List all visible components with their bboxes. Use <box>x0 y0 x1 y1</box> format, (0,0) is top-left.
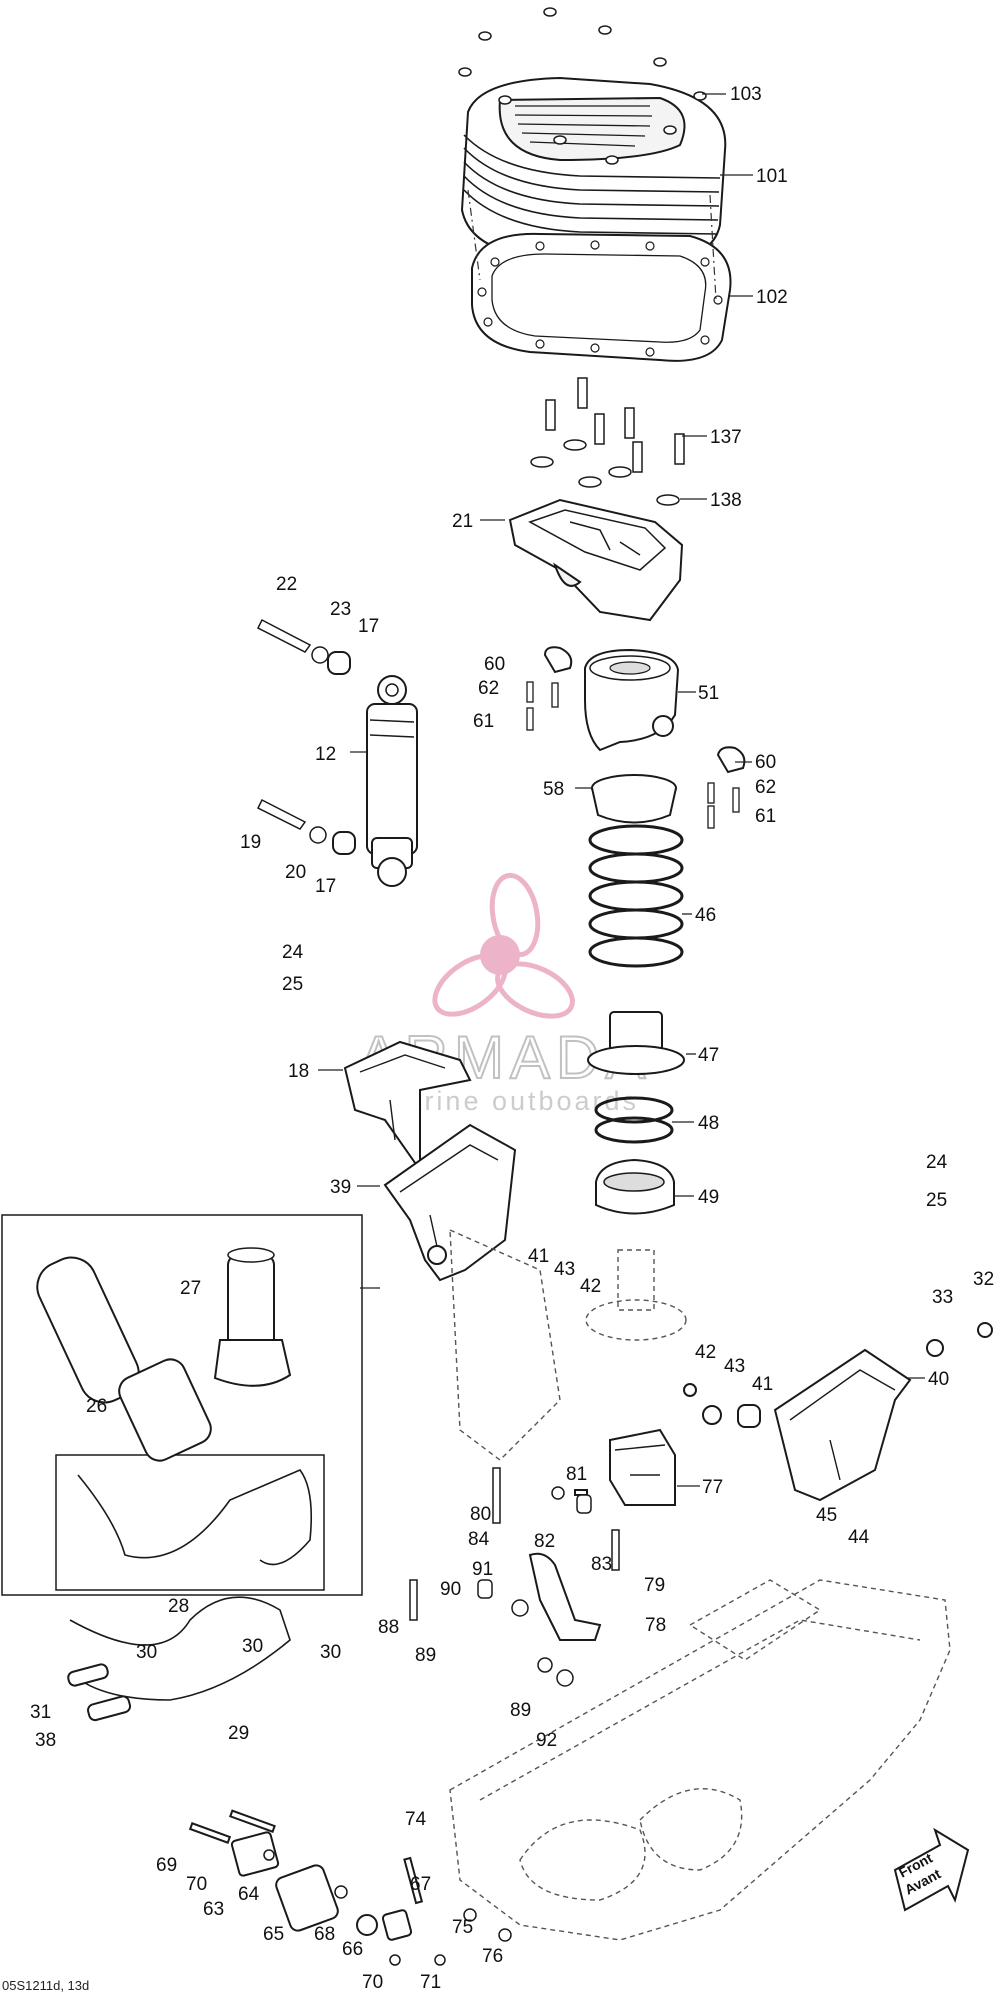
watermark-tagline: marine outboards <box>381 1086 639 1116</box>
callout: 69 <box>156 1855 177 1876</box>
callout: 39 <box>330 1177 351 1198</box>
callout: 47 <box>698 1045 719 1066</box>
callout: 31 <box>30 1702 51 1723</box>
callout: 40 <box>928 1369 949 1390</box>
callout: 61 <box>755 806 776 827</box>
callout: 49 <box>698 1187 719 1208</box>
bolt-group <box>530 377 685 506</box>
callout: 68 <box>314 1924 335 1945</box>
callout: 25 <box>926 1190 947 1211</box>
callout: 79 <box>644 1575 665 1596</box>
callout: 60 <box>755 752 776 773</box>
callout: 82 <box>534 1531 555 1552</box>
callout: 22 <box>276 574 297 595</box>
callout: 103 <box>730 84 762 105</box>
callout: 67 <box>410 1874 431 1895</box>
callout: 58 <box>543 779 564 800</box>
callout: 80 <box>470 1504 491 1525</box>
callout: 33 <box>932 1287 953 1308</box>
callout: 48 <box>698 1113 719 1134</box>
callout: 88 <box>378 1617 399 1638</box>
callout: 17 <box>358 616 379 637</box>
callout: 62 <box>478 678 499 699</box>
callout: 12 <box>315 744 336 765</box>
callout: 30 <box>242 1636 263 1657</box>
upper-mount-51 <box>526 646 746 829</box>
callout: 51 <box>698 683 719 704</box>
callout: 17 <box>315 876 336 897</box>
callout: 91 <box>472 1559 493 1580</box>
housing-21 <box>508 498 684 622</box>
callout: 76 <box>482 1946 503 1967</box>
callout: 89 <box>510 1700 531 1721</box>
callout: 43 <box>724 1356 745 1377</box>
callout: 60 <box>484 654 505 675</box>
callout: 63 <box>203 1899 224 1920</box>
actuator-detail-box <box>1 1214 363 1722</box>
callout: 62 <box>755 777 776 798</box>
reference-code: 05S1211d, 13d <box>2 1978 89 1993</box>
callout: 30 <box>320 1642 341 1663</box>
callout: 84 <box>468 1529 490 1550</box>
callout: 44 <box>848 1527 870 1548</box>
callout: 74 <box>405 1809 427 1830</box>
callout: 23 <box>330 599 351 620</box>
callout: 46 <box>695 905 716 926</box>
callout: 43 <box>554 1259 575 1280</box>
callout: 41 <box>752 1374 773 1395</box>
callout: 70 <box>362 1972 383 1993</box>
callout: 41 <box>528 1246 549 1267</box>
callout: 18 <box>288 1061 309 1082</box>
callout: 24 <box>282 942 304 963</box>
callout: 92 <box>536 1730 557 1751</box>
callout: 42 <box>695 1342 716 1363</box>
callout: 24 <box>926 1152 948 1173</box>
callout: 64 <box>238 1884 260 1905</box>
callout: 83 <box>591 1554 612 1575</box>
callout: 42 <box>580 1276 601 1297</box>
callout: 21 <box>452 511 473 532</box>
callout: 38 <box>35 1730 56 1751</box>
callout: 66 <box>342 1939 363 1960</box>
spring-assembly <box>585 774 687 1341</box>
callout: 30 <box>136 1642 157 1663</box>
callout: 70 <box>186 1874 207 1895</box>
callout: 101 <box>756 166 788 187</box>
leader-lines <box>318 93 925 1487</box>
callout: 61 <box>473 711 494 732</box>
cover-assembly <box>458 7 732 362</box>
callout: 27 <box>180 1278 201 1299</box>
callout: 25 <box>282 974 303 995</box>
callout: 19 <box>240 832 261 853</box>
callout: 32 <box>973 1269 994 1290</box>
callout: 28 <box>168 1596 189 1617</box>
bracket-40 <box>683 1322 993 1502</box>
callout: 78 <box>645 1615 666 1636</box>
callout: 75 <box>452 1917 473 1938</box>
chassis-ghost <box>449 1228 951 1941</box>
callout: 29 <box>228 1723 249 1744</box>
callout: 137 <box>710 427 742 448</box>
callout: 89 <box>415 1645 436 1666</box>
callout: 71 <box>420 1972 441 1993</box>
callout: 102 <box>756 287 788 308</box>
callout: 20 <box>285 862 306 883</box>
callout: 138 <box>710 490 742 511</box>
callout: 45 <box>816 1505 837 1526</box>
callout: 90 <box>440 1579 461 1600</box>
callout: 77 <box>702 1477 723 1498</box>
callout-labels: 103 101 102 137 138 21 22 23 17 12 19 20… <box>30 84 994 1993</box>
lower-links <box>409 1428 676 1687</box>
propeller-logo-icon <box>432 872 575 1019</box>
callout: 65 <box>263 1924 284 1945</box>
shock-absorber-12 <box>256 618 418 887</box>
callout: 81 <box>566 1464 587 1485</box>
brackets-18-39 <box>343 1040 517 1282</box>
front-direction-arrow: Front Avant <box>893 1827 970 1912</box>
sensor-parts <box>188 1809 512 1966</box>
callout: 26 <box>86 1396 107 1417</box>
